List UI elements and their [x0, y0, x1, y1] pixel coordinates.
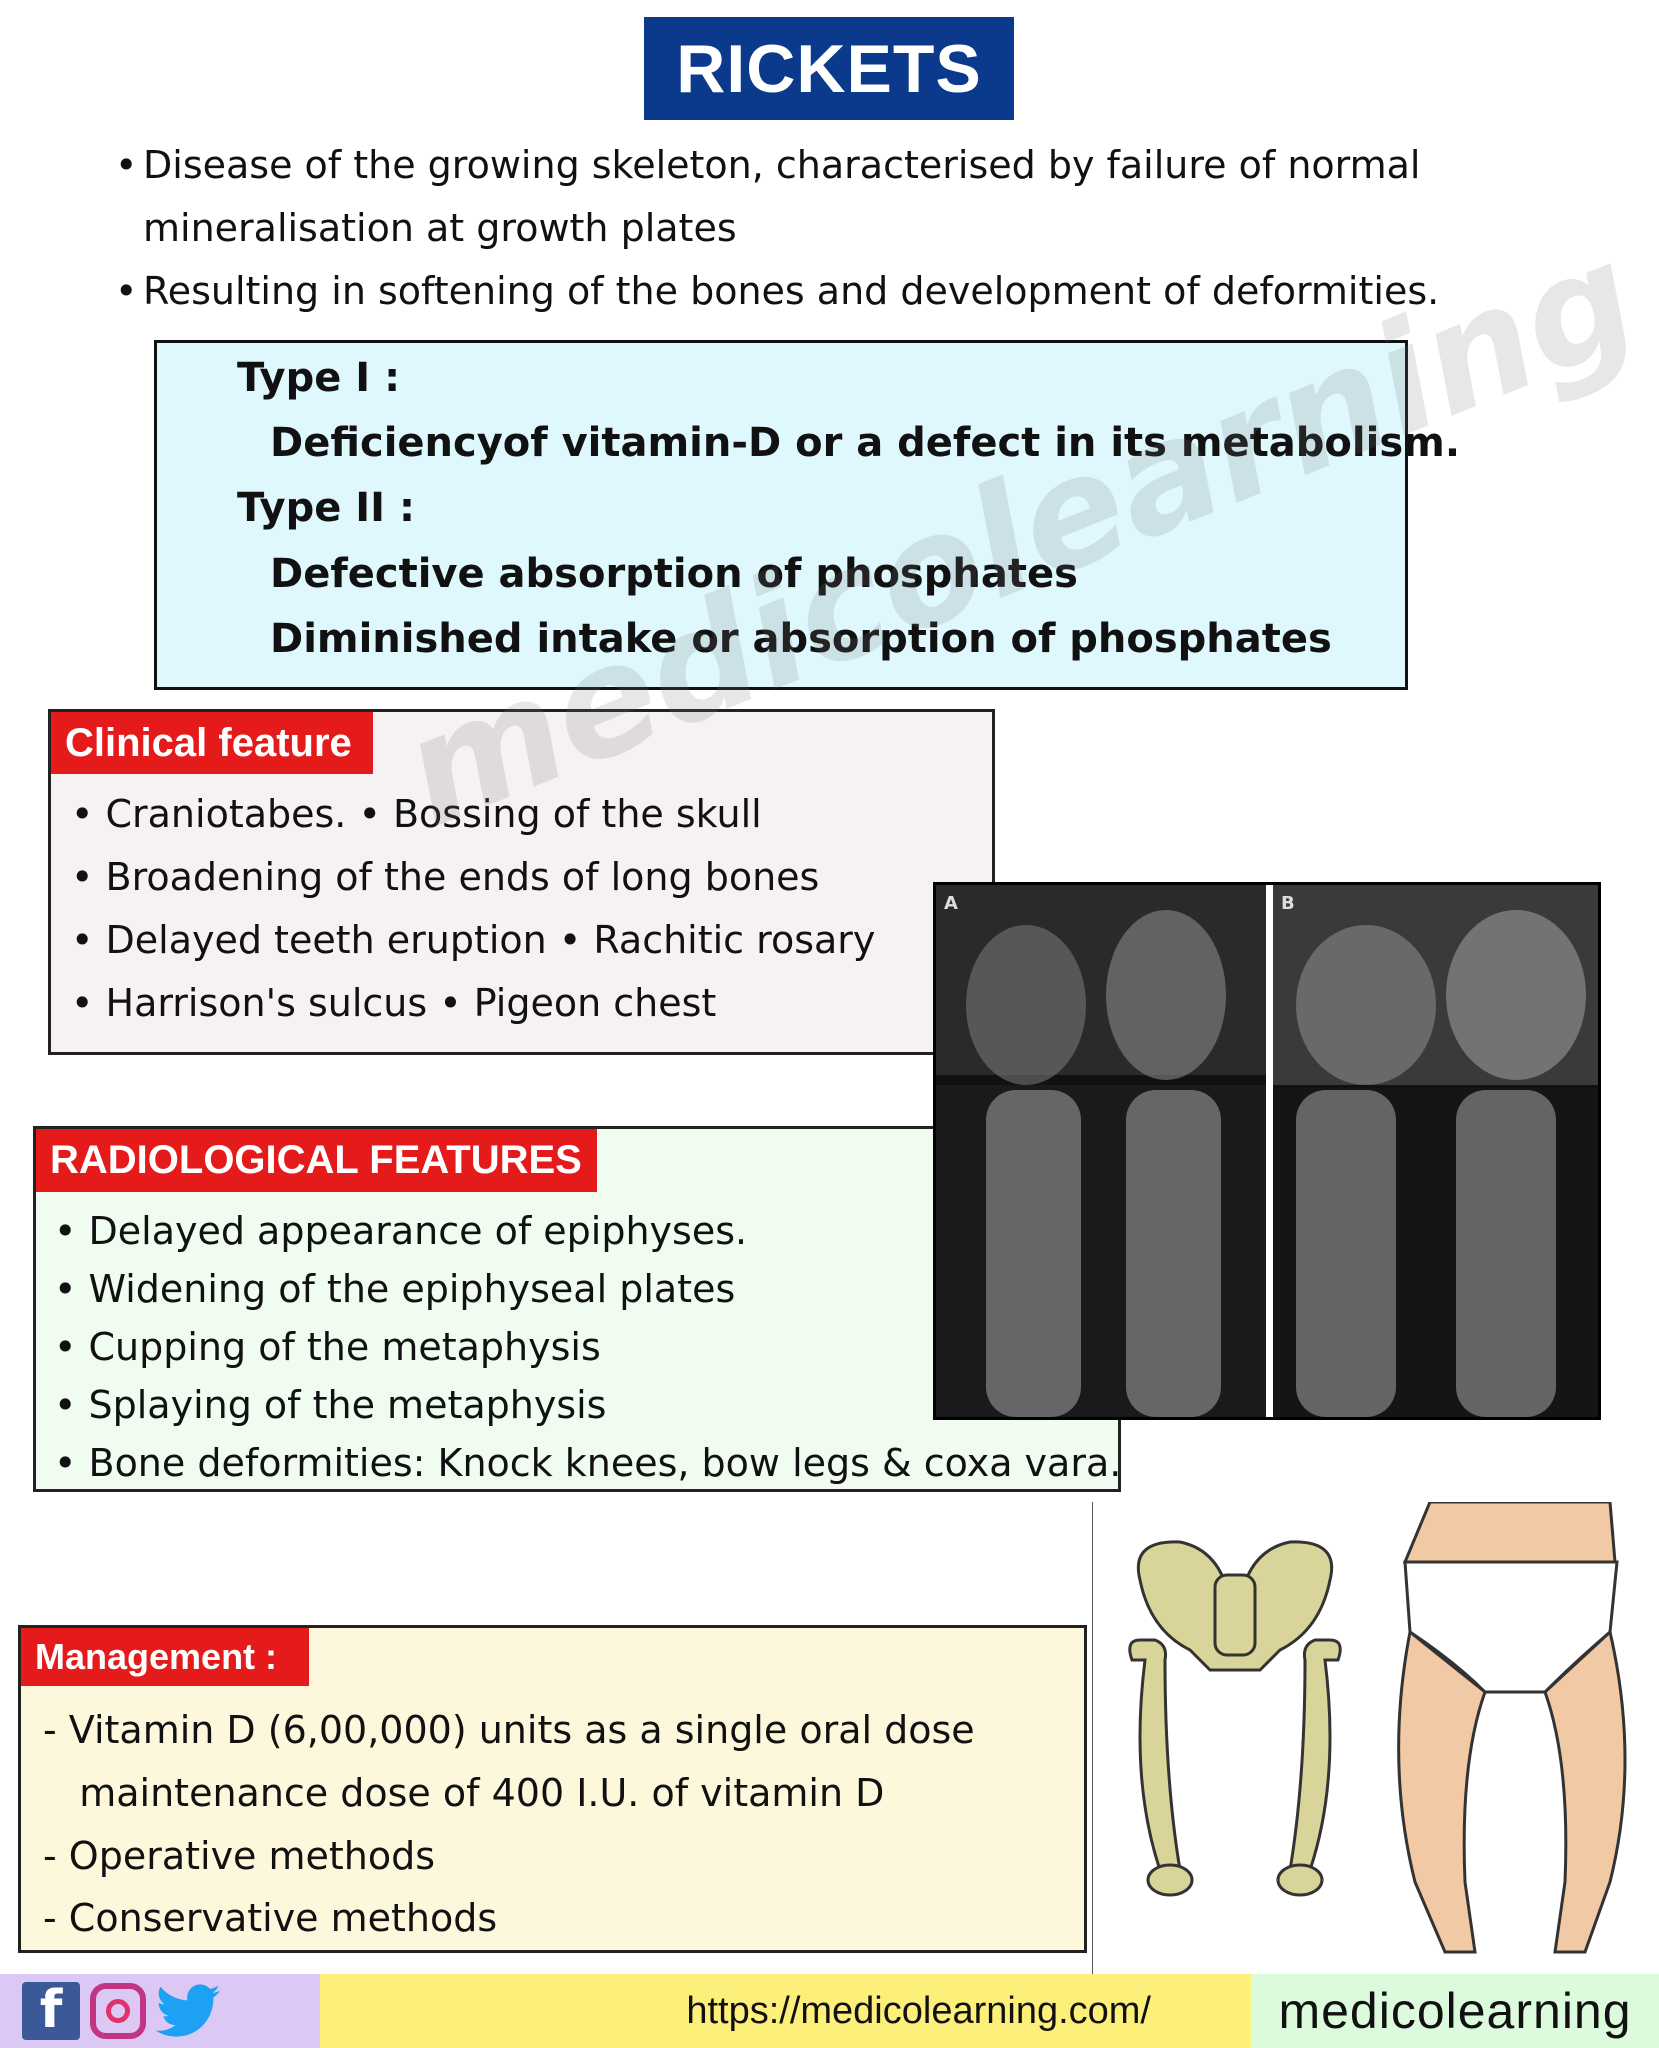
xray-label-a: A	[944, 893, 958, 914]
type1-label: Type I :	[237, 355, 401, 401]
clinical-feature-box: Clinical feature • Craniotabes. • Bossin…	[48, 709, 995, 1055]
list-item: • Harrison's sulcus • Pigeon chest	[71, 981, 717, 1025]
page-title: RICKETS	[644, 17, 1014, 120]
management-header: Management :	[21, 1628, 309, 1686]
types-box: Type I : Deficiencyof vitamin-D or a def…	[154, 340, 1460, 690]
list-item: • Widening of the epiphyseal plates	[54, 1267, 736, 1311]
intro-bullet-2: • Resulting in softening of the bones an…	[115, 260, 1515, 323]
footer: f https://medicolearning.com/ medicolear…	[0, 1974, 1659, 2048]
bullet: •	[115, 269, 138, 313]
bullet: •	[115, 143, 138, 187]
type2-item: Diminished intake or absorption of phosp…	[270, 616, 1332, 662]
list-item: • Delayed teeth eruption • Rachitic rosa…	[71, 918, 876, 962]
xray-label-b: B	[1281, 893, 1295, 914]
list-item: • Splaying of the metaphysis	[54, 1383, 607, 1427]
type1-item: Deficiencyof vitamin-D or a defect in it…	[270, 420, 1461, 466]
management-box: Management : - Vitamin D (6,00,000) unit…	[18, 1625, 1087, 1953]
divider	[1092, 1502, 1093, 1998]
twitter-icon[interactable]	[156, 1983, 220, 2039]
list-item: • Craniotabes. • Bossing of the skull	[71, 792, 762, 836]
type2-item: Defective absorption of phosphates	[270, 551, 1078, 597]
radiological-features-header: RADIOLOGICAL FEATURES	[36, 1129, 597, 1192]
list-item: maintenance dose of 400 I.U. of vitamin …	[43, 1771, 885, 1815]
list-item: • Delayed appearance of epiphyses.	[54, 1209, 748, 1253]
type2-label: Type II :	[237, 485, 415, 531]
instagram-icon[interactable]	[90, 1983, 146, 2039]
bow-legs-illustration	[1397, 1502, 1627, 1954]
xray-image: A B	[933, 882, 1601, 1420]
list-item: - Operative methods	[43, 1834, 436, 1878]
clinical-feature-header: Clinical feature	[51, 712, 373, 774]
facebook-icon[interactable]: f	[22, 1980, 80, 2040]
brand-name: medicolearning	[1251, 1974, 1659, 2048]
list-item: • Cupping of the metaphysis	[54, 1325, 601, 1369]
list-item: • Bone deformities: Knock knees, bow leg…	[54, 1441, 1122, 1485]
list-item: - Conservative methods	[43, 1896, 498, 1940]
list-item: • Broadening of the ends of long bones	[71, 855, 820, 899]
intro-bullet-1: • Disease of the growing skeleton, chara…	[115, 134, 1515, 260]
pelvis-illustration	[1128, 1540, 1342, 1897]
list-item: - Vitamin D (6,00,000) units as a single…	[43, 1708, 975, 1752]
xray-illustration: A B	[936, 885, 1598, 1417]
website-link[interactable]: https://medicolearning.com/	[320, 1974, 1251, 2048]
social-links: f	[0, 1974, 320, 2048]
